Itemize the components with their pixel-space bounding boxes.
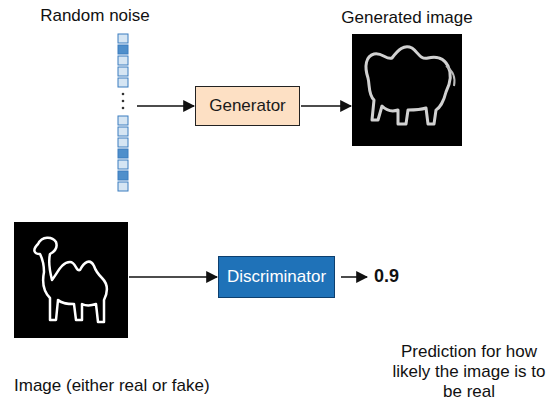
noise-cell xyxy=(118,56,128,65)
noise-cell xyxy=(118,182,128,191)
noise-vector: Random noise xyxy=(112,32,136,192)
score-value: 0.9 xyxy=(374,266,399,286)
noise-cell xyxy=(118,149,128,158)
image-ground xyxy=(352,34,462,146)
discriminator-box: Discriminator xyxy=(218,256,335,298)
noise-cell xyxy=(118,171,128,180)
image-frame: Image (either real or fake) xyxy=(14,222,128,338)
noise-cell xyxy=(118,138,128,147)
image-label: Generated image xyxy=(341,8,472,28)
camel-sketch xyxy=(366,47,450,124)
noise-cell xyxy=(118,34,128,43)
image-ground xyxy=(14,222,128,338)
image-label: Random noise xyxy=(40,6,150,26)
input-image xyxy=(14,222,128,338)
noise-cell xyxy=(118,160,128,169)
noise-vector xyxy=(118,34,128,191)
flow-arrow xyxy=(129,276,217,278)
noise-cell xyxy=(118,127,128,136)
flow-arrow xyxy=(137,105,194,107)
camel-sketch xyxy=(34,238,106,322)
note-text: Prediction for how likely the image is t… xyxy=(386,342,552,402)
generator-box: Generator xyxy=(195,86,300,126)
box-label: Discriminator xyxy=(227,267,326,287)
output-arrow xyxy=(341,276,367,278)
generated-image xyxy=(352,34,462,146)
image-label: Image (either real or fake) xyxy=(14,376,210,396)
noise-cell xyxy=(118,116,128,125)
flow-arrow xyxy=(301,105,351,107)
ellipsis-dot xyxy=(122,100,125,103)
ellipsis-dot xyxy=(122,93,125,96)
noise-cell xyxy=(118,45,128,54)
noise-cell xyxy=(118,67,128,76)
ellipsis-dot xyxy=(122,107,125,110)
box-label: Generator xyxy=(209,96,286,116)
camel-sketch xyxy=(446,66,455,86)
noise-cell xyxy=(118,78,128,87)
image-frame: Generated image xyxy=(352,34,462,146)
